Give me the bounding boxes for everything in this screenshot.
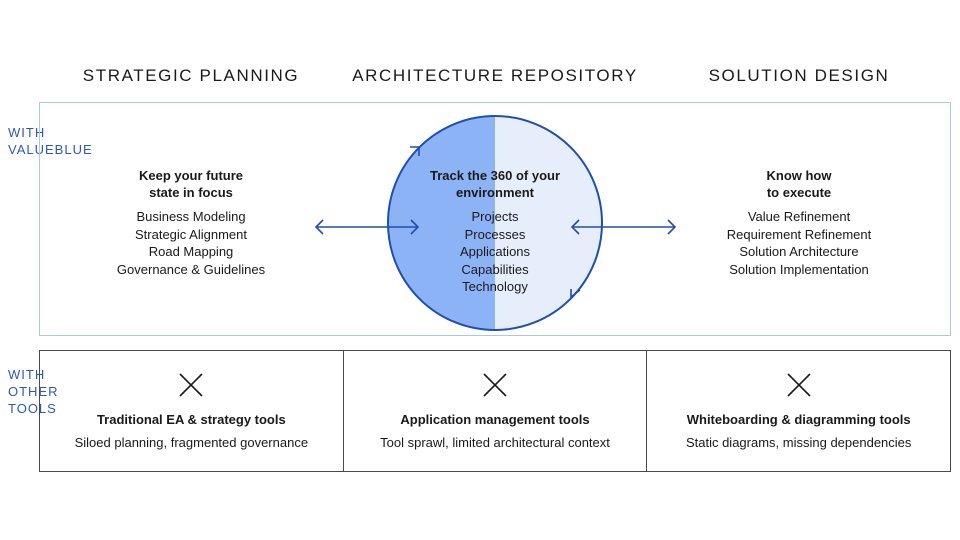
side-label-with-valueblue: WITH VALUEBLUE xyxy=(8,125,93,157)
other-tool-subtitle: Siloed planning, fragmented governance xyxy=(74,435,309,450)
list-item: Road Mapping xyxy=(148,244,234,259)
solution-design-block: Know how to execute Value Refinement Req… xyxy=(699,167,899,278)
column-title-solution-design: SOLUTION DESIGN xyxy=(708,66,890,85)
double-arrow-icon xyxy=(314,219,420,235)
list-item: Solution Architecture xyxy=(739,244,859,259)
other-tool-whiteboarding: Whiteboarding & diagramming tools Static… xyxy=(646,351,950,471)
other-tool-application-management: Application management tools Tool sprawl… xyxy=(342,351,647,471)
other-tool-subtitle: Tool sprawl, limited architectural conte… xyxy=(380,435,610,450)
repository-circle xyxy=(387,115,603,331)
list-item: Projects xyxy=(471,209,519,224)
list-item: Value Refinement xyxy=(747,209,851,224)
list-item: Capabilities xyxy=(461,261,529,277)
other-tool-title: Traditional EA & strategy tools xyxy=(96,412,286,427)
column-title-strategic-planning: STRATEGIC PLANNING xyxy=(82,66,300,85)
close-icon xyxy=(179,373,203,397)
repository-items: Projects Processes Applications Capabili… xyxy=(395,208,595,296)
other-tool-subtitle: Static diagrams, missing dependencies xyxy=(685,435,912,450)
list-item: Applications xyxy=(459,244,531,259)
strategic-planning-block: Keep your future state in focus Business… xyxy=(91,167,291,278)
list-item: Technology xyxy=(462,279,528,294)
other-tools-panel: Traditional EA & strategy tools Siloed p… xyxy=(39,350,951,472)
other-tool-title: Application management tools xyxy=(400,412,590,427)
repository-block: Track the 360 of your environment Projec… xyxy=(395,167,595,296)
list-item: Governance & Guidelines xyxy=(116,261,266,277)
strategic-items: Business Modeling Strategic Alignment Ro… xyxy=(91,208,291,278)
cycle-arrow-icon xyxy=(410,146,581,299)
repository-heading: Track the 360 of your environment xyxy=(429,168,561,200)
strategic-heading: Keep your future state in focus xyxy=(138,168,243,200)
column-title-architecture-repository: ARCHITECTURE REPOSITORY xyxy=(352,66,638,85)
list-item: Processes xyxy=(464,226,526,242)
other-tool-traditional-ea: Traditional EA & strategy tools Siloed p… xyxy=(40,351,343,471)
close-icon xyxy=(787,373,811,397)
list-item: Solution Implementation xyxy=(729,261,869,277)
list-item: Business Modeling xyxy=(136,209,246,224)
close-icon xyxy=(483,373,507,397)
solution-heading: Know how to execute xyxy=(766,168,832,200)
list-item: Requirement Refinement xyxy=(726,226,872,242)
other-tool-title: Whiteboarding & diagramming tools xyxy=(686,412,911,427)
list-item: Strategic Alignment xyxy=(134,226,247,242)
solution-items: Value Refinement Requirement Refinement … xyxy=(699,208,899,278)
double-arrow-icon xyxy=(570,219,677,235)
valueblue-panel xyxy=(39,102,951,336)
side-label-with-other-tools: WITH OTHER TOOLS xyxy=(8,367,59,416)
